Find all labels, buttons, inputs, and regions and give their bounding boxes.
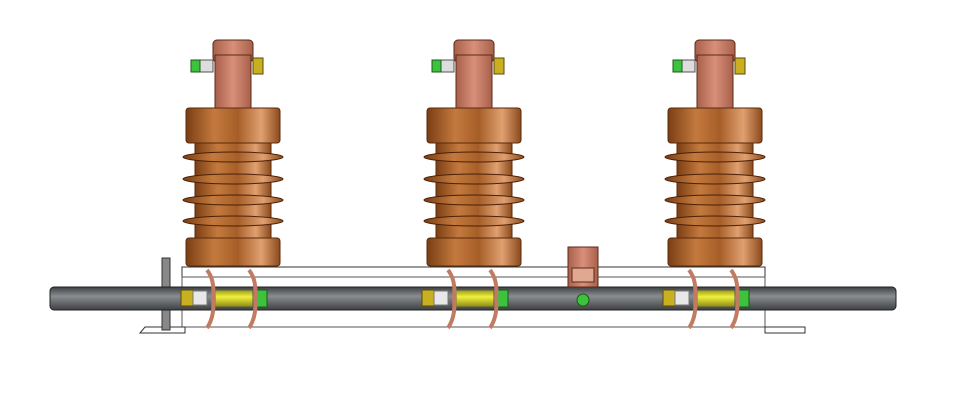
spring-assembly (421, 289, 509, 308)
insulator (664, 107, 766, 267)
terminal-block (190, 39, 264, 109)
nut-icon (431, 59, 442, 73)
spring-assembly (662, 289, 750, 308)
contact-bracket (488, 268, 499, 330)
shaft-clamp (567, 246, 599, 307)
insulator-shed (182, 215, 284, 227)
terminal-block (431, 39, 505, 109)
contact-bracket (446, 268, 457, 330)
terminal-block (672, 39, 746, 109)
pole-3 (662, 39, 766, 330)
pole-2 (421, 39, 525, 330)
insulator (423, 107, 525, 267)
insulator (182, 107, 284, 267)
spring-assembly (180, 289, 268, 308)
insulator-shed (664, 215, 766, 227)
insulator-shed (664, 194, 766, 206)
contact-bracket (687, 268, 698, 330)
insulator-shed (182, 194, 284, 206)
nut-icon (672, 59, 683, 73)
insulator-shed (664, 151, 766, 163)
insulator-shed (664, 173, 766, 185)
contact-bracket (247, 268, 258, 330)
insulator-shed (423, 151, 525, 163)
contact-bracket (205, 268, 216, 330)
insulator-shed (423, 215, 525, 227)
pole-1 (180, 39, 284, 330)
contact-bracket (729, 268, 740, 330)
insulator-shed (423, 173, 525, 185)
insulator-shed (423, 194, 525, 206)
insulator-shed (182, 173, 284, 185)
nut-icon (190, 59, 201, 73)
insulator-shed (182, 151, 284, 163)
